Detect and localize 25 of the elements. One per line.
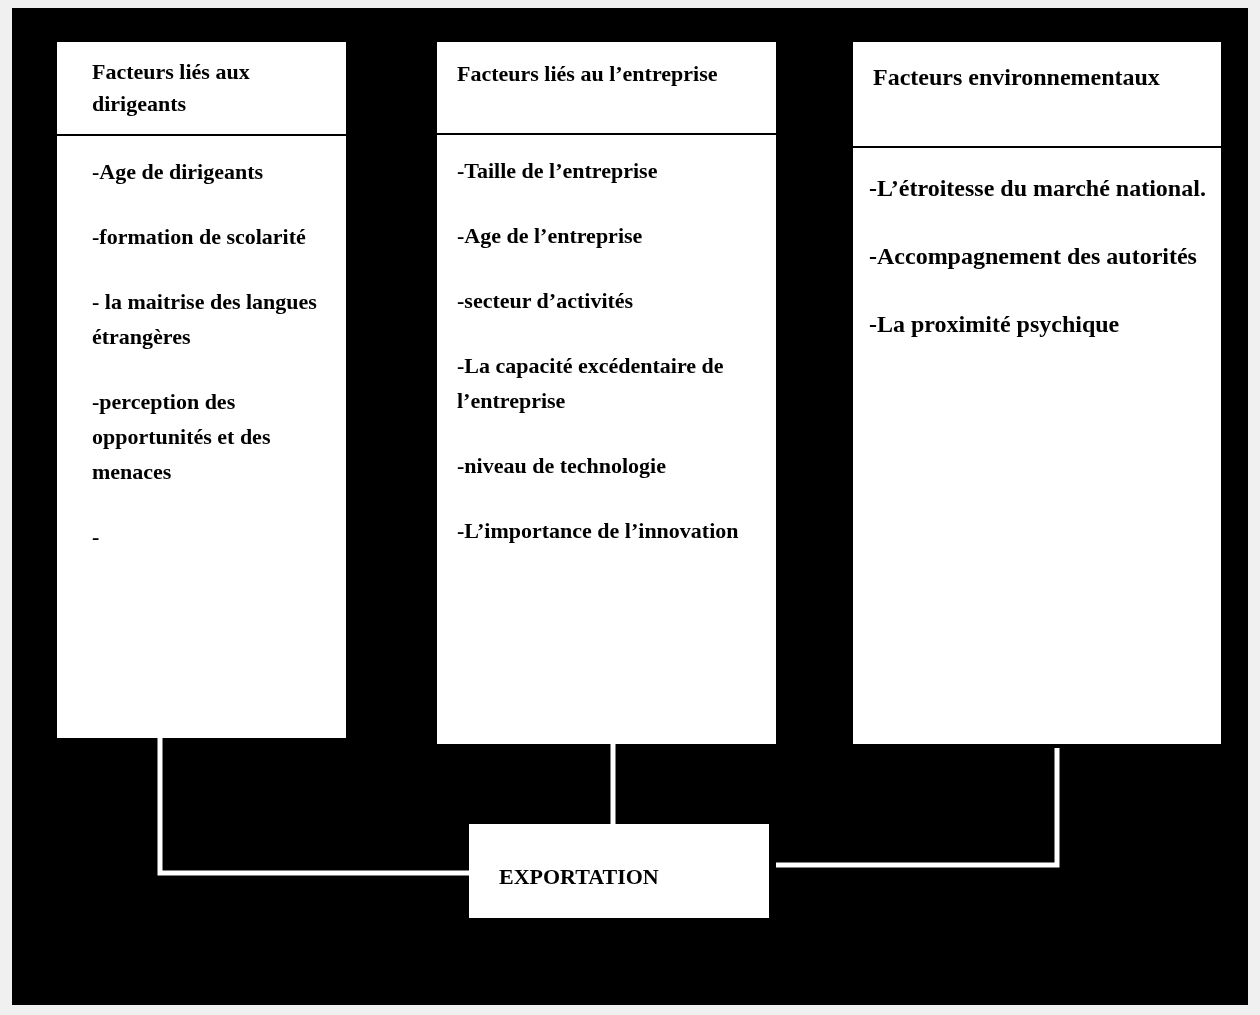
factor-item: -perception des opportunités et des menaces (92, 388, 272, 486)
process-box (469, 824, 769, 918)
box-label: EXPORTATION (499, 863, 660, 891)
factor-item: - la maitrise des langues étrangères (92, 288, 318, 351)
factor-column-box (57, 42, 346, 738)
column-heading: Facteurs environnementaux (873, 63, 1161, 92)
factor-item: -La capacité excédentaire de l’entreprise (457, 352, 725, 415)
factor-item: -L’étroitesse du marché national. (869, 174, 1207, 203)
factor-item: -Age de dirigeants (92, 158, 265, 186)
factor-item: -Accompagnement des autorités (869, 242, 1198, 271)
column-heading: Facteurs liés au l’entreprise (457, 60, 719, 88)
factor-item: -L’importance de l’innovation (457, 517, 740, 545)
factor-column-box (437, 42, 776, 744)
factor-item: - (92, 523, 101, 551)
factor-item: -formation de scolarité (92, 223, 307, 251)
factor-item: -Age de l’entreprise (457, 222, 644, 250)
connector-line (157, 738, 469, 876)
connector-line (776, 748, 1060, 868)
factor-item: -La proximité psychique (869, 310, 1121, 339)
connector-line (610, 744, 616, 824)
factor-column-box (853, 42, 1221, 744)
factor-item: -secteur d’activités (457, 287, 635, 315)
factor-item: -Taille de l’entreprise (457, 157, 659, 185)
factor-item: -niveau de technologie (457, 452, 667, 480)
column-heading: Facteurs liés aux dirigeants (92, 58, 251, 118)
